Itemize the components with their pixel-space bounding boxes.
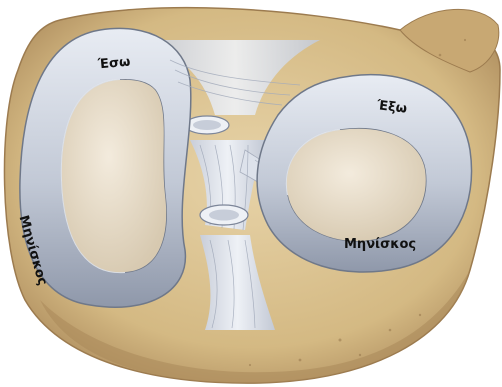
lateral-meniscus-label: Μηνίσκος <box>344 238 416 251</box>
lateral-articular-cartilage <box>287 129 426 241</box>
lateral-label: Έξω <box>376 99 407 116</box>
medial-articular-cartilage <box>62 80 166 272</box>
medial-label: Έσω <box>97 56 130 72</box>
